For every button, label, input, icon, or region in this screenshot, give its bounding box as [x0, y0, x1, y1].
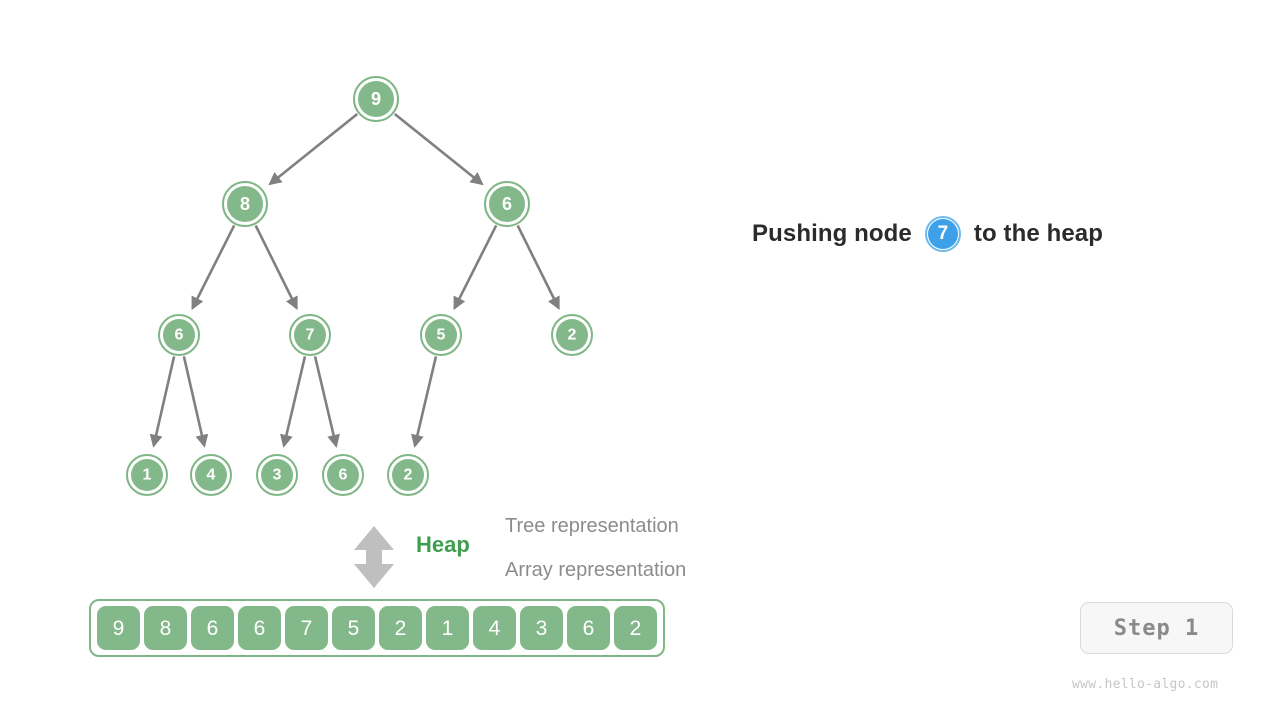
tree-node: 2 [387, 454, 429, 496]
array-cell: 9 [97, 606, 140, 650]
tree-node: 7 [289, 314, 331, 356]
tree-node-ring [353, 76, 399, 122]
array-cell: 6 [567, 606, 610, 650]
array-cell: 6 [191, 606, 234, 650]
tree-edge [313, 356, 340, 448]
tree-edge [516, 224, 560, 310]
tree-node: 1 [126, 454, 168, 496]
tree-node-ring [322, 454, 364, 496]
tree-node-circle [358, 81, 394, 117]
array-cell: 5 [332, 606, 375, 650]
array-cell: 7 [285, 606, 328, 650]
tree-node-ring [222, 181, 268, 227]
tree-edge [191, 224, 236, 311]
tree-node-ring [289, 314, 331, 356]
tree-node-circle [195, 459, 227, 491]
tree-node-ring [387, 454, 429, 496]
tree-node: 9 [353, 76, 399, 122]
array-cell: 4 [473, 606, 516, 650]
representation-legend: Heap Tree representation Array represent… [352, 512, 752, 592]
tree-node-circle [489, 186, 525, 222]
tree-node-ring [484, 181, 530, 227]
headline: Pushing node 7 to the heap [752, 216, 1103, 252]
tree-node-circle [227, 186, 263, 222]
pushed-node-ring [924, 216, 961, 252]
headline-prefix: Pushing node [752, 220, 912, 247]
tree-node-layer: 9 8 6 6 7 5 2 1 4 3 6 2 [126, 76, 593, 496]
tree-node: 8 [222, 181, 268, 227]
tree-node: 6 [322, 454, 364, 496]
tree-node-ring [551, 314, 593, 356]
tree-edge [149, 356, 176, 448]
array-cell: 8 [144, 606, 187, 650]
tree-node-value: 5 [437, 327, 446, 344]
tree-node-value: 9 [371, 89, 381, 109]
tree-node-value: 2 [568, 327, 577, 344]
tree-node-circle [261, 459, 293, 491]
tree-node: 2 [551, 314, 593, 356]
array-cell: 2 [614, 606, 657, 650]
tree-node-circle [556, 319, 588, 351]
tree-node-circle [294, 319, 326, 351]
tree-node: 4 [190, 454, 232, 496]
tree-node-value: 6 [339, 467, 348, 484]
array-cell: 1 [426, 606, 469, 650]
tree-edge [182, 356, 209, 448]
tree-node: 6 [484, 181, 530, 227]
tree-node-ring [256, 454, 298, 496]
tree-edge [453, 224, 498, 311]
tree-edge [280, 356, 307, 448]
tree-node-value: 6 [502, 194, 512, 214]
array-cell: 3 [520, 606, 563, 650]
tree-edge [411, 356, 438, 448]
step-label: Step 1 [1113, 615, 1200, 641]
tree-edge [268, 112, 359, 186]
pushed-node-chip: 7 [924, 216, 961, 252]
tree-node-ring [158, 314, 200, 356]
tree-node-value: 6 [175, 327, 184, 344]
tree-node-circle [163, 319, 195, 351]
tree-edge [254, 224, 298, 310]
tree-node-value: 2 [404, 467, 413, 484]
array-cell: 6 [238, 606, 281, 650]
tree-node-ring [190, 454, 232, 496]
tree-node-circle [131, 459, 163, 491]
up-down-arrow-icon [352, 526, 396, 593]
tree-edge-layer [149, 112, 560, 448]
tree-node-value: 8 [240, 194, 250, 214]
tree-node-ring [420, 314, 462, 356]
tree-node-circle [425, 319, 457, 351]
array-representation-label: Array representation [505, 559, 687, 581]
tree-node-circle [392, 459, 424, 491]
step-badge: Step 1 [1080, 602, 1233, 654]
tree-representation-label: Tree representation [505, 515, 679, 537]
tree-node-value: 3 [273, 467, 282, 484]
headline-suffix: to the heap [973, 220, 1103, 247]
heap-label: Heap [416, 532, 470, 557]
tree-edge [393, 112, 484, 186]
watermark: www.hello-algo.com [1072, 677, 1219, 692]
tree-node-value: 1 [143, 467, 152, 484]
tree-node-value: 7 [306, 327, 315, 344]
array-cell: 2 [379, 606, 422, 650]
tree-node-value: 4 [207, 467, 216, 484]
pushed-node-value: 7 [927, 219, 958, 249]
tree-node: 5 [420, 314, 462, 356]
tree-node-circle [327, 459, 359, 491]
tree-node: 3 [256, 454, 298, 496]
tree-node-ring [126, 454, 168, 496]
tree-node: 6 [158, 314, 200, 356]
